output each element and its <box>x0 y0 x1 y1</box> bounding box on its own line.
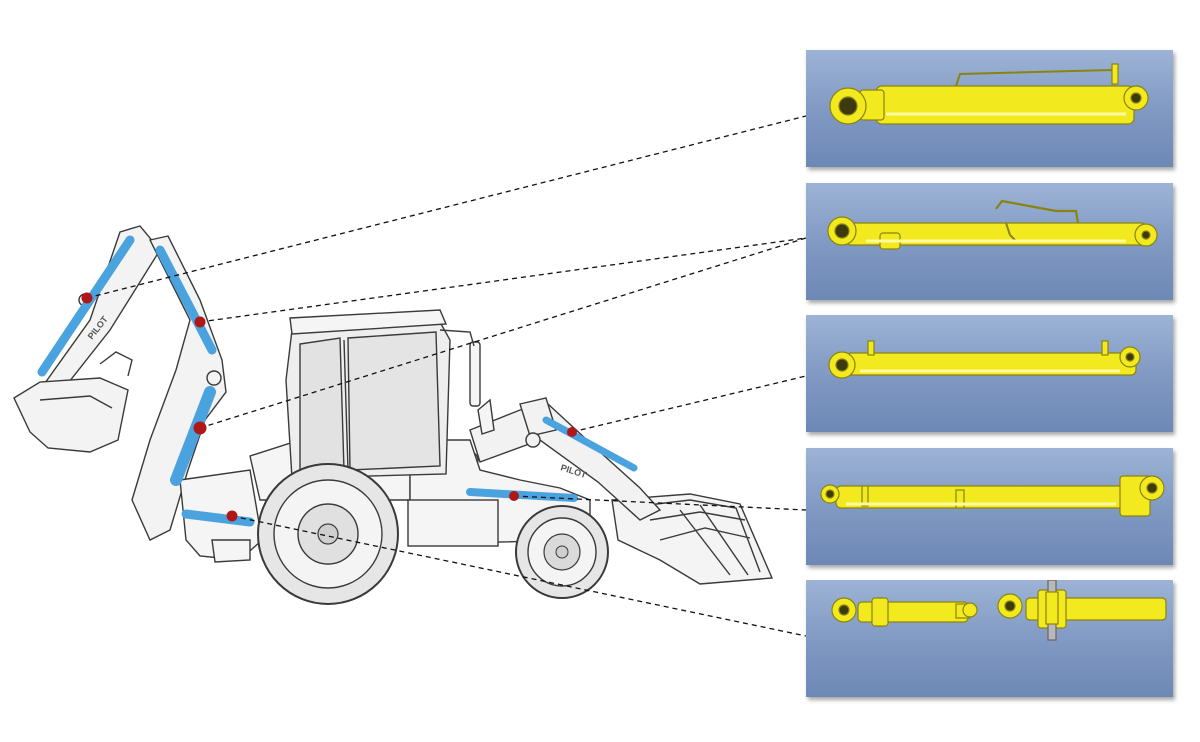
loader-lift-cylinder-highlight <box>542 416 638 472</box>
panel-stabilizer-swing-cylinders <box>806 580 1173 697</box>
callout-dot-dipper-lower <box>193 421 207 435</box>
callout-dot-loader-lift <box>567 427 577 437</box>
panel-loader-lift-cylinder <box>806 315 1173 432</box>
bucket-tilt-cylinder-image <box>820 475 1165 517</box>
dipper-cylinder-image <box>827 199 1158 250</box>
callout-lines <box>86 115 807 637</box>
callout-dot-tilt <box>509 491 519 501</box>
bucket-tilt-cylinder-highlight <box>466 488 578 502</box>
swing-cylinder-highlight <box>181 509 255 527</box>
loader-lift-cylinder-image <box>828 340 1141 379</box>
boom-cylinder-image <box>829 63 1149 125</box>
callout-dot-stabilizer <box>226 510 238 522</box>
backhoe-boom <box>13 225 227 541</box>
callout-dot-boom <box>81 292 93 304</box>
callout-line-tilt <box>513 495 807 511</box>
boom-cylinder-highlight <box>155 245 217 355</box>
callout-line-boom <box>86 115 807 299</box>
highlighted-cylinders <box>37 235 638 527</box>
loader-arm <box>461 397 662 521</box>
callout-dots <box>81 292 577 522</box>
swing-cylinder-image <box>997 580 1167 641</box>
boom-lower-cylinder-highlight <box>170 386 216 486</box>
dipper-cylinder-highlight <box>37 235 135 377</box>
panel-dipper-cylinder <box>806 183 1173 300</box>
front-wheel <box>515 505 609 599</box>
callout-dot-dipper-upper <box>194 316 206 328</box>
rear-wheel <box>257 463 399 605</box>
panel-bucket-tilt-cylinder <box>806 448 1173 565</box>
callout-line-dipper-b <box>199 237 807 429</box>
callout-line-loader-lift <box>571 375 807 433</box>
stabilizer-cylinder-image <box>831 597 978 627</box>
callout-line-dipper-a <box>199 237 807 323</box>
callout-line-stabilizer <box>231 515 807 637</box>
panel-boom-cylinder <box>806 50 1173 167</box>
front-bucket <box>611 493 774 585</box>
